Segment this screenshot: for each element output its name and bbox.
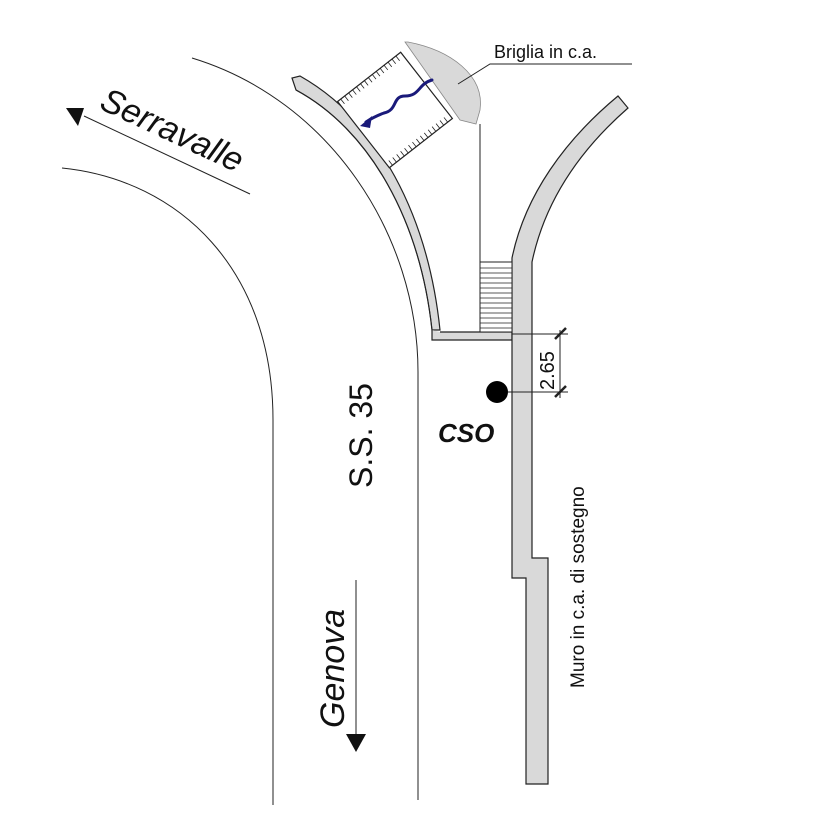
triangle-down-icon [346,734,366,752]
triangle-left-icon [66,108,84,126]
cso-point [486,381,508,403]
right-retaining-wall [511,95,629,785]
dimension-marker [508,327,568,398]
road-label: S.S. 35 [343,383,379,488]
briglia-cap [404,41,481,125]
briglia-label: Briglia in c.a. [494,42,597,62]
briglia-structure [336,51,454,169]
left-wall-inner-line [295,89,433,331]
cso-label: CSO [438,418,494,448]
wavy-arrow-icon [360,78,434,128]
dimension-label: 2.65 [537,351,559,390]
genova-label: Genova [314,609,352,728]
hatched-step [479,261,513,333]
serravalle-label: Serravalle [95,81,250,180]
road-outer-edge [191,57,419,800]
serravalle-direction [66,108,251,195]
briglia-leader-line [457,63,632,85]
genova-direction [346,580,366,752]
road-inner-edge [61,167,274,805]
muro-label: Muro in c.a. di sostegno [568,486,589,688]
